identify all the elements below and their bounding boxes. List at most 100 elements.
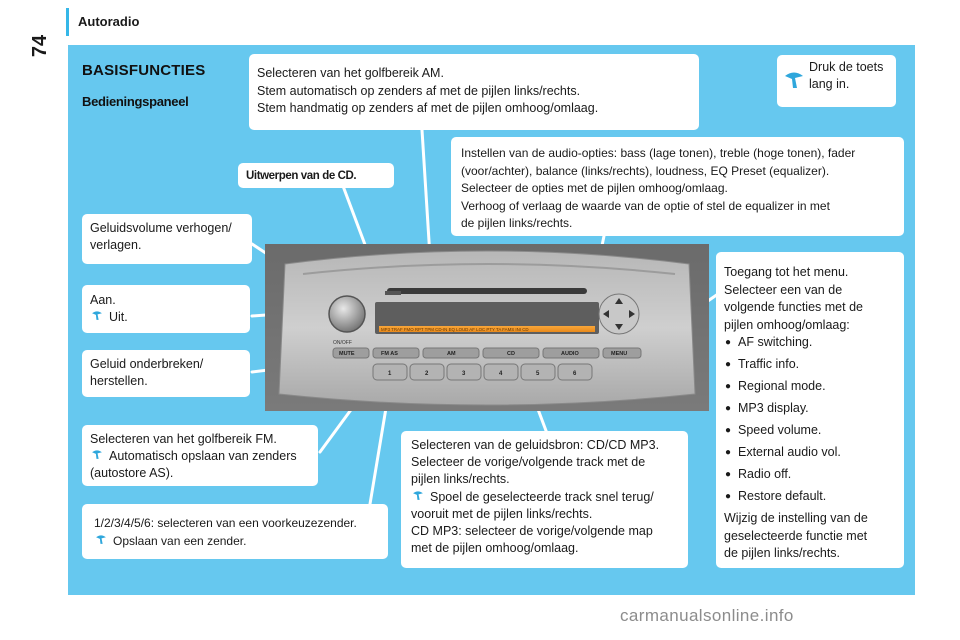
preset-label-4: 4 — [499, 371, 503, 377]
menu-intro-2: Selecteer een van de — [724, 282, 843, 297]
callout-menu: Toegang tot het menu. Selecteer een van … — [716, 252, 904, 568]
power-off-label: Uit. — [109, 310, 128, 324]
callout-eject: Uitwerpen van de CD. — [238, 163, 394, 188]
legend-box: Druk de toets lang in. — [777, 55, 896, 107]
callout-volume: Geluidsvolume verhogen/ verlagen. — [82, 214, 252, 264]
menu-button-label: MENU — [611, 351, 627, 357]
presets-line-1: 1/2/3/4/5/6: selecteren van een voorkeuz… — [94, 516, 357, 530]
arrow-right-icon — [629, 310, 635, 318]
callout-fm: Selecteren van het golfbereik FM. Automa… — [82, 425, 318, 486]
callout-power: Aan. Uit. — [82, 285, 250, 333]
long-press-hand-icon — [785, 72, 803, 88]
arrow-down-icon — [615, 324, 623, 330]
preset-button-4 — [483, 363, 519, 381]
power-off-row: Uit. — [90, 309, 242, 326]
menu-item: Traffic info. — [724, 356, 896, 374]
source-line-1: Selecteren van de geluidsbron: CD/CD MP3… — [411, 438, 660, 452]
watermark: carmanualsonline.info — [620, 606, 794, 625]
menu-item: Radio off. — [724, 466, 896, 484]
volume-line-2: verlagen. — [90, 238, 142, 252]
menu-button — [602, 347, 642, 359]
power-on-label: Aan. — [90, 293, 116, 307]
source-line-3: pijlen links/rechts. — [411, 472, 510, 487]
mute-line-1: Geluid onderbreken/ — [90, 357, 204, 371]
audio-line-2: (voor/achter), balance (links/rechts), l… — [461, 163, 830, 178]
preset-button-1 — [372, 363, 408, 381]
menu-function-list: AF switching. Traffic info. Regional mod… — [724, 334, 896, 506]
menu-item: Regional mode. — [724, 378, 896, 396]
mute-button — [332, 347, 370, 359]
long-press-hand-icon — [92, 311, 102, 320]
preset-button-6 — [557, 363, 593, 381]
presets-line-2-row: Opslaan van een zender. — [94, 532, 376, 550]
legend-line-1: Druk de toets — [809, 60, 884, 74]
preset-button-3 — [446, 363, 482, 381]
cd-button — [482, 347, 540, 359]
preset-label-2: 2 — [425, 371, 429, 377]
callout-am: Selecteren van het golfbereik AM. Stem a… — [249, 54, 699, 130]
menu-intro-1: Toegang tot het menu. — [724, 265, 849, 279]
legend-line-2: lang in. — [809, 77, 850, 91]
preset-label-3: 3 — [462, 371, 466, 377]
menu-item: MP3 display. — [724, 400, 896, 418]
header-accent-bar — [66, 8, 69, 36]
audio-line-5: de pijlen links/rechts. — [461, 216, 573, 230]
menu-item: AF switching. — [724, 334, 896, 352]
source-line-5: vooruit met de pijlen links/rechts. — [411, 506, 593, 521]
power-button-label: ON/OFF — [333, 340, 352, 346]
source-line-4-row: Spoel de geselecteerde track snel terug/ — [411, 489, 678, 506]
source-line-2: Selecteer de vorige/volgende track met d… — [411, 455, 646, 470]
am-button — [422, 347, 480, 359]
section-subheading: Bedieningspaneel — [82, 94, 189, 109]
source-line-7: met de pijlen omhoog/omlaag. — [411, 541, 579, 556]
cd-button-label: CD — [507, 351, 515, 357]
mute-button-label: MUTE — [339, 351, 355, 357]
callout-source: Selecteren van de geluidsbron: CD/CD MP3… — [401, 431, 688, 568]
fm-line-3: (autostore AS). — [90, 466, 174, 480]
callout-mute: Geluid onderbreken/ herstellen. — [82, 350, 250, 397]
menu-outro-3: de pijlen links/rechts. — [724, 546, 841, 560]
arrow-up-icon — [615, 298, 623, 304]
menu-outro-2: geselecteerde functie met — [724, 528, 868, 543]
callout-audio: Instellen van de audio-opties: bass (lag… — [451, 137, 904, 236]
fm-button-label: FM AS — [381, 351, 398, 357]
preset-label-1: 1 — [388, 371, 392, 377]
section-title: Autoradio — [78, 14, 140, 29]
am-line-1: Selecteren van het golfbereik AM. — [257, 66, 444, 80]
audio-line-3: Selecteer de opties met de pijlen omhoog… — [461, 181, 728, 195]
presets-line-2: Opslaan van een zender. — [113, 534, 247, 548]
display-indicators: MP3 TRAF FMO RPT TPM CD-IN EQ LOUD AF LO… — [381, 327, 529, 332]
audio-line-4: Verhoog of verlaag de waarde van de opti… — [461, 198, 830, 213]
fm-line-2-row: Automatisch opslaan van zenders — [90, 448, 310, 465]
long-press-hand-icon — [92, 450, 102, 459]
section-heading: BASISFUNCTIES — [82, 62, 206, 79]
fm-line-2: Automatisch opslaan van zenders — [109, 449, 297, 463]
menu-item: External audio vol. — [724, 444, 896, 462]
menu-item: Restore default. — [724, 488, 896, 506]
mute-line-2: herstellen. — [90, 374, 148, 388]
volume-line-1: Geluidsvolume verhogen/ — [90, 221, 232, 235]
eject-label: Uitwerpen van de CD. — [246, 170, 357, 182]
audio-button-label: AUDIO — [561, 351, 579, 357]
long-press-hand-icon — [96, 535, 106, 544]
menu-outro-1: Wijzig de instelling van de — [724, 511, 868, 525]
callout-presets: 1/2/3/4/5/6: selecteren van een voorkeuz… — [82, 504, 388, 559]
preset-label-5: 5 — [536, 371, 540, 377]
radio-control-panel-photo: ON/OFF MP3 TRAF FMO RPT TPM CD-IN EQ LOU… — [265, 244, 709, 411]
audio-line-1: Instellen van de audio-opties: bass (lag… — [461, 146, 856, 160]
am-button-label: AM — [447, 351, 456, 357]
long-press-hand-icon — [413, 490, 423, 500]
am-line-2: Stem automatisch op zenders af met de pi… — [257, 83, 581, 98]
fm-line-1: Selecteren van het golfbereik FM. — [90, 432, 277, 446]
menu-item: Speed volume. — [724, 422, 896, 440]
menu-intro-3: volgende functies met de — [724, 300, 863, 314]
am-line-3: Stem handmatig op zenders af met de pijl… — [257, 101, 599, 115]
fm-button — [372, 347, 420, 359]
source-line-4: Spoel de geselecteerde track snel terug/ — [430, 489, 654, 504]
audio-button — [542, 347, 600, 359]
menu-intro-4: pijlen omhoog/omlaag: — [724, 317, 850, 332]
preset-label-6: 6 — [573, 371, 577, 377]
preset-button-2 — [409, 363, 445, 381]
arrow-left-icon — [603, 310, 609, 318]
source-line-6: CD MP3: selecteer de vorige/volgende map — [411, 524, 653, 539]
